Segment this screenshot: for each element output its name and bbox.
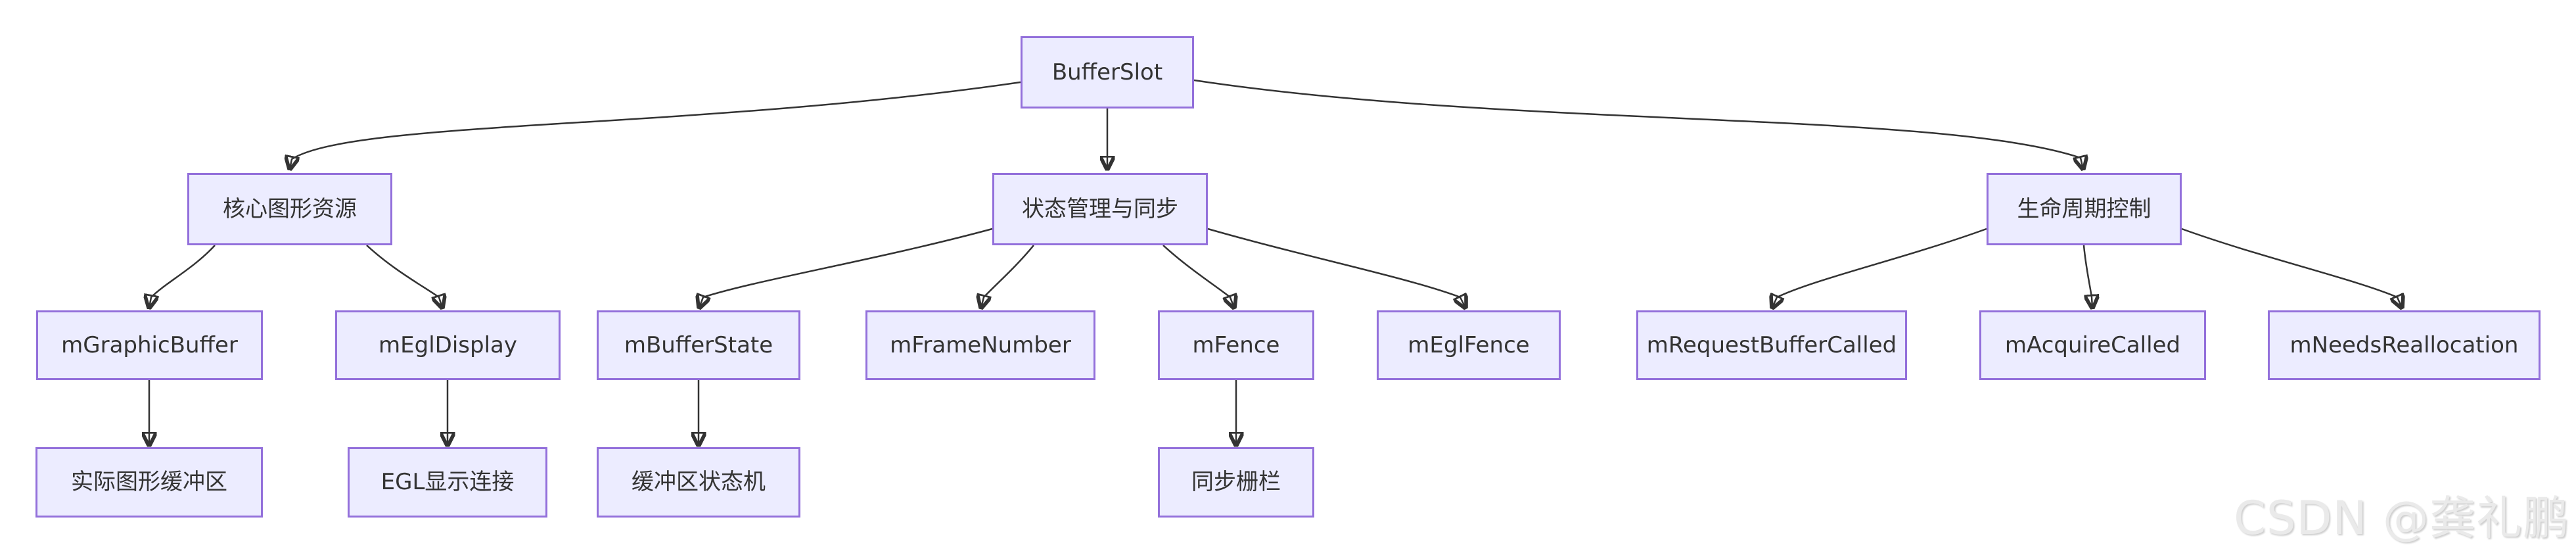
node-mneedsreallocation: mNeedsReallocation (2268, 310, 2541, 380)
node-lifecycle-control: 生命周期控制 (1987, 173, 2182, 245)
node-actual-graphic-buffer: 实际图形缓冲区 (35, 447, 263, 518)
node-sync-fence: 同步栅栏 (1158, 447, 1314, 518)
edge-state-to-mframenumber (981, 245, 1034, 308)
csdn-watermark: CSDN @龚礼鹏 (2234, 491, 2569, 545)
edge-state-to-mbufferstate (699, 228, 993, 308)
edge-lifecycle-to-macquirecalled (2082, 245, 2092, 308)
edge-root-to-core-graphics (290, 81, 1021, 169)
edge-root-to-lifecycle (1193, 79, 2083, 169)
node-meglfence: mEglFence (1377, 310, 1561, 380)
node-macquirecalled: mAcquireCalled (1979, 310, 2206, 380)
node-mbufferstate: mBufferState (597, 310, 800, 380)
edge-state-to-mfence (1162, 245, 1234, 308)
node-bufferslot: BufferSlot (1021, 36, 1194, 109)
node-egl-display-connection: EGL显示连接 (348, 447, 547, 518)
edge-core-to-megldisplay (366, 245, 442, 308)
node-state-management-sync: 状态管理与同步 (992, 173, 1208, 245)
node-mgraphicbuffer: mGraphicBuffer (36, 310, 263, 380)
edge-lifecycle-to-mrequestbuffercalled (1772, 228, 1987, 308)
node-mrequestbuffercalled: mRequestBufferCalled (1636, 310, 1907, 380)
node-mfence: mFence (1158, 310, 1314, 380)
edge-lifecycle-to-mneedsreallocation (2181, 228, 2402, 308)
node-megldisplay: mEglDisplay (335, 310, 561, 380)
edge-core-to-mgraphicbuffer (149, 245, 216, 308)
node-buffer-state-machine: 缓冲区状态机 (597, 447, 800, 518)
edge-state-to-meglfence (1207, 228, 1465, 308)
node-core-graphics-resources: 核心图形资源 (187, 173, 392, 245)
node-mframenumber: mFrameNumber (865, 310, 1095, 380)
